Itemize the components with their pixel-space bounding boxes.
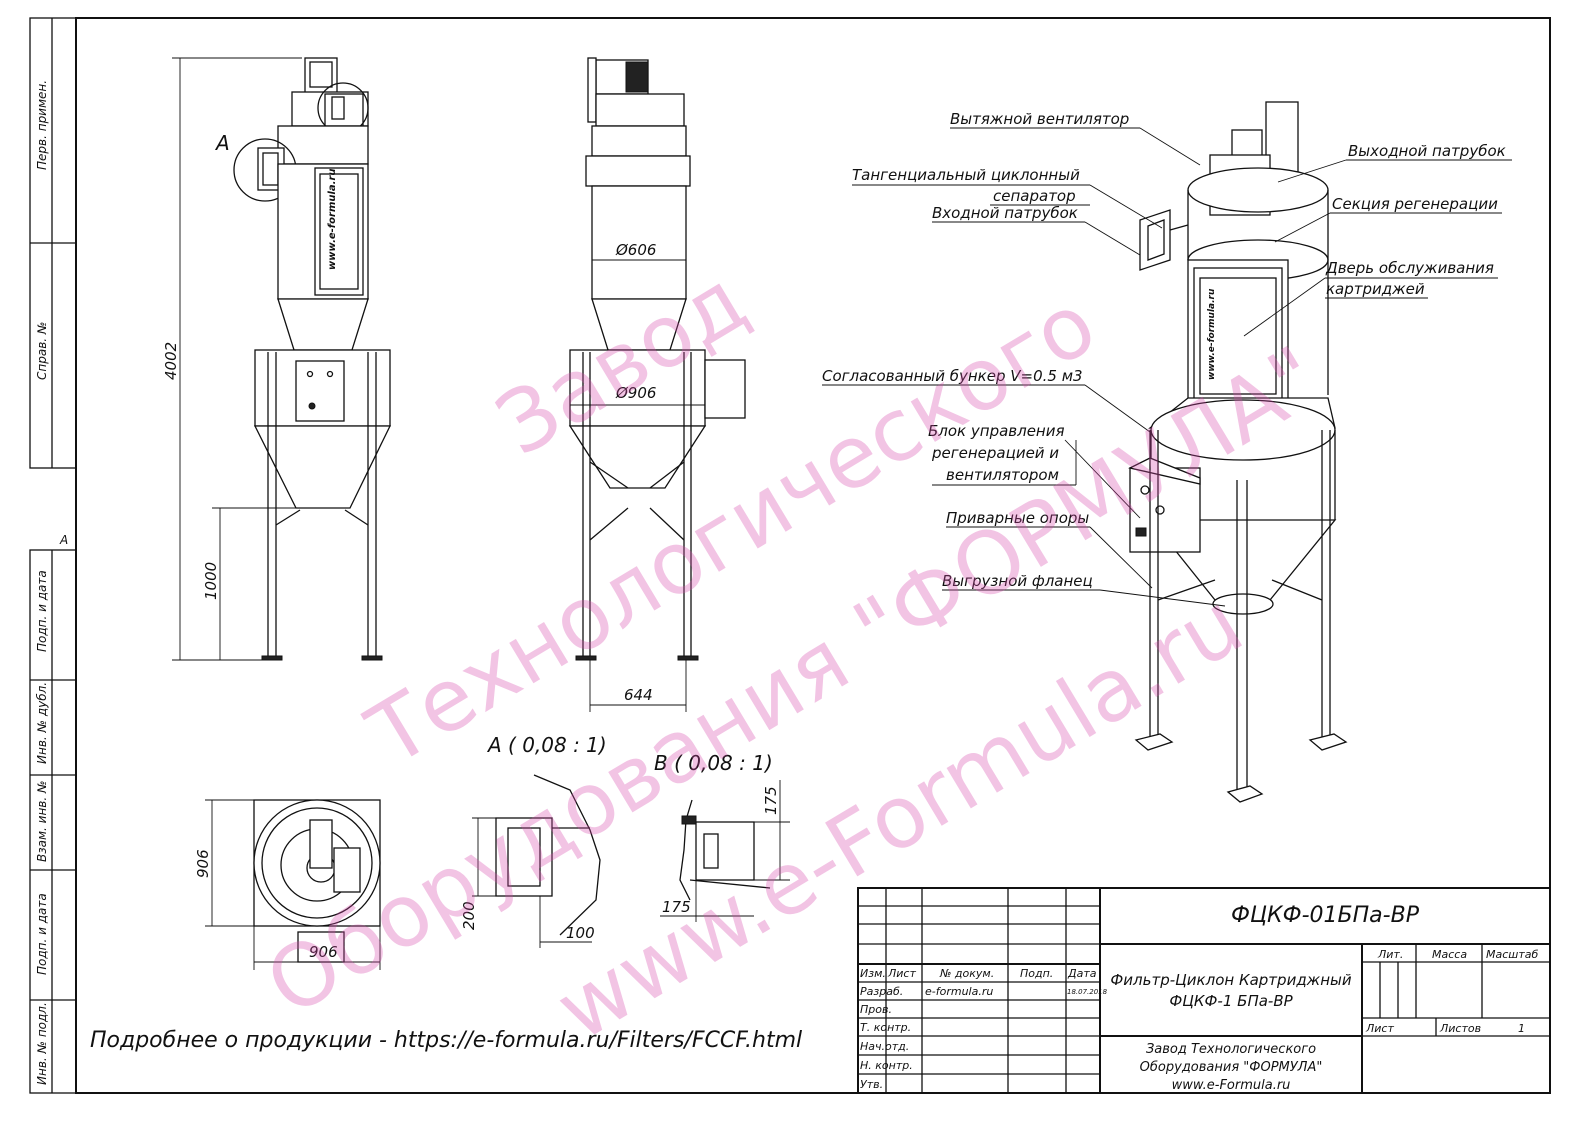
dim-top-906-h: 906 <box>309 943 338 961</box>
tb-org-1: Завод Технологического <box>1146 1042 1316 1057</box>
front-view <box>172 57 392 661</box>
tb-hdr-data: Дата <box>1067 967 1097 980</box>
callout-exhaust-fan: Вытяжной вентилятор <box>950 110 1129 128</box>
callout-control-3: вентилятором <box>946 466 1059 484</box>
tb-row-prov: Пров. <box>860 1003 892 1016</box>
tb-masshtab: Масштаб <box>1486 948 1538 961</box>
front-door-text: www.e-formula.ru <box>327 168 338 270</box>
tb-org-2: Оборудования "ФОРМУЛА" <box>1140 1060 1323 1075</box>
callout-labels: Вытяжной вентилятор Выходной патрубок Та… <box>822 110 1506 590</box>
dim-width-644: 644 <box>624 686 653 704</box>
dim-d906: Ø906 <box>615 384 656 402</box>
dim-legs-1000: 1000 <box>202 562 220 600</box>
isometric-view <box>1128 101 1348 803</box>
tb-row-razrab: Разраб. <box>860 985 903 998</box>
tb-designation: ФЦКФ-01БПа-ВР <box>1231 903 1420 928</box>
callout-bunker: Согласованный бункер V=0.5 м3 <box>822 367 1083 385</box>
tb-hdr-izm: Изм. <box>860 967 886 980</box>
top-view <box>205 799 381 970</box>
callout-outlet-pipe: Выходной патрубок <box>1348 142 1506 160</box>
margin-perv-primen: Перв. примен. <box>35 80 49 170</box>
tb-lit: Лит. <box>1377 948 1403 961</box>
dim-detail-b-175-h: 175 <box>662 898 691 916</box>
callout-tangential-2: сепаратор <box>993 187 1076 205</box>
sheet-frame <box>29 17 1551 1094</box>
margin-podp-data-2: Подп. и дата <box>35 893 49 975</box>
tb-razrab-name: e-formula.ru <box>925 985 993 998</box>
margin-inv-podl: Инв. № подл. <box>35 1002 49 1085</box>
dim-detail-b-175-v: 175 <box>762 786 780 815</box>
detail-a-marker: A <box>214 131 230 155</box>
margin-letter-a: A <box>59 533 68 547</box>
callout-door-2: картриджей <box>1326 280 1425 298</box>
dim-height-4002: 4002 <box>162 342 180 380</box>
margin-sprav-no: Справ. № <box>35 322 49 380</box>
tb-name-2: ФЦКФ-1 БПа-ВР <box>1169 992 1293 1010</box>
iso-door-text: www.e-formula.ru <box>1207 288 1217 380</box>
title-block <box>857 887 1551 1094</box>
tb-org-3: www.e-Formula.ru <box>1172 1078 1291 1093</box>
tb-row-nkontr: Н. контр. <box>860 1059 913 1072</box>
margin-labels: Перв. примен. Справ. № A Подп. и дата Ин… <box>35 80 68 1085</box>
detail-b-drawing <box>660 780 790 922</box>
tb-hdr-podp: Подп. <box>1020 967 1053 980</box>
callout-door-1: Дверь обслуживания <box>1325 259 1494 277</box>
dim-detail-a-100: 100 <box>566 924 595 942</box>
tb-list: Лист <box>1365 1022 1394 1035</box>
title-block-text: ФЦКФ-01БПа-ВР Фильтр-Циклон Картриджный … <box>860 903 1538 1093</box>
side-view <box>568 57 746 712</box>
margin-vzam-inv: Взам. инв. № <box>35 781 49 862</box>
tb-razrab-date: 18.07.2018 <box>1067 988 1108 996</box>
margin-inv-dubl: Инв. № дубл. <box>35 682 49 764</box>
callout-control-1: Блок управления <box>928 422 1065 440</box>
dim-d606: Ø606 <box>615 241 656 259</box>
callout-regeneration: Секция регенерации <box>1332 195 1498 213</box>
tb-listov: Листов <box>1439 1022 1481 1035</box>
tb-row-nachotd: Нач.отд. <box>860 1040 909 1053</box>
detail-b-title: B ( 0,08 : 1) <box>654 751 773 775</box>
footer-more-info: Подробнее о продукции - https://e-formul… <box>90 1028 803 1053</box>
tb-hdr-list: Лист <box>887 967 916 980</box>
tb-hdr-dokum: № докум. <box>939 967 994 980</box>
detail-a-drawing <box>472 774 601 948</box>
margin-podp-data-1: Подп. и дата <box>35 570 49 652</box>
dim-top-906-v: 906 <box>194 849 212 878</box>
callout-flange: Выгрузной фланец <box>942 572 1093 590</box>
tb-row-utv: Утв. <box>860 1078 883 1091</box>
tb-listov-value: 1 <box>1518 1022 1525 1035</box>
tb-massa: Масса <box>1432 948 1467 961</box>
dim-detail-a-200: 200 <box>460 901 478 930</box>
callout-inlet-pipe: Входной патрубок <box>932 204 1078 222</box>
callout-tangential-1: Тангенциальный циклонный <box>852 166 1080 184</box>
callout-control-2: регенерацией и <box>931 444 1059 462</box>
tb-row-tkontr: Т. контр. <box>860 1021 911 1034</box>
callout-supports: Приварные опоры <box>946 509 1089 527</box>
callout-leaders <box>822 127 1512 607</box>
detail-a-title: A ( 0,08 : 1) <box>486 733 607 757</box>
tb-name-1: Фильтр-Циклон Картриджный <box>1110 971 1351 989</box>
